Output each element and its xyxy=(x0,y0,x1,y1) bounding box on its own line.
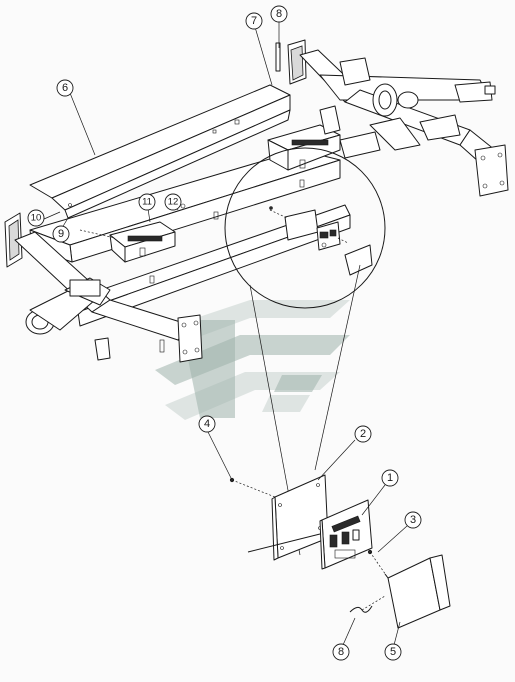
callout-11: 11 xyxy=(138,193,156,211)
callout-2: 2 xyxy=(354,425,372,443)
leader-lines xyxy=(43,21,408,646)
callout-label: 7 xyxy=(251,15,257,27)
bracket-left xyxy=(79,203,186,263)
callout-9: 9 xyxy=(52,225,70,243)
callout-label: 6 xyxy=(62,82,68,94)
callout-5: 5 xyxy=(384,643,402,661)
callout-6: 6 xyxy=(56,79,74,97)
callout-12: 12 xyxy=(164,193,182,211)
callout-label: 12 xyxy=(168,197,179,208)
exploded-view xyxy=(229,474,451,629)
callout-1: 1 xyxy=(381,469,399,487)
callout-label: 1 xyxy=(387,472,393,484)
cover-part-6-7 xyxy=(29,84,291,219)
callout-label: 9 xyxy=(58,228,64,240)
bracket-right xyxy=(267,42,341,171)
callout-label: 3 xyxy=(410,514,416,526)
callout-10: 10 xyxy=(27,209,45,227)
callout-8-bottom: 8 xyxy=(332,643,350,661)
callout-label: 5 xyxy=(390,646,396,658)
callout-7: 7 xyxy=(245,12,263,30)
main-frame xyxy=(4,39,509,363)
callout-3: 3 xyxy=(404,511,422,529)
callout-8-top: 8 xyxy=(270,5,288,23)
callout-4: 4 xyxy=(198,415,216,433)
detail-leader-right xyxy=(314,264,361,471)
callout-label: 2 xyxy=(360,428,366,440)
callout-label: 4 xyxy=(204,418,210,430)
callout-label: 11 xyxy=(142,197,152,208)
callout-label: 8 xyxy=(276,8,282,20)
callout-label: 10 xyxy=(31,213,42,224)
detail-magnifier xyxy=(224,147,386,309)
callout-label: 8 xyxy=(338,646,344,658)
